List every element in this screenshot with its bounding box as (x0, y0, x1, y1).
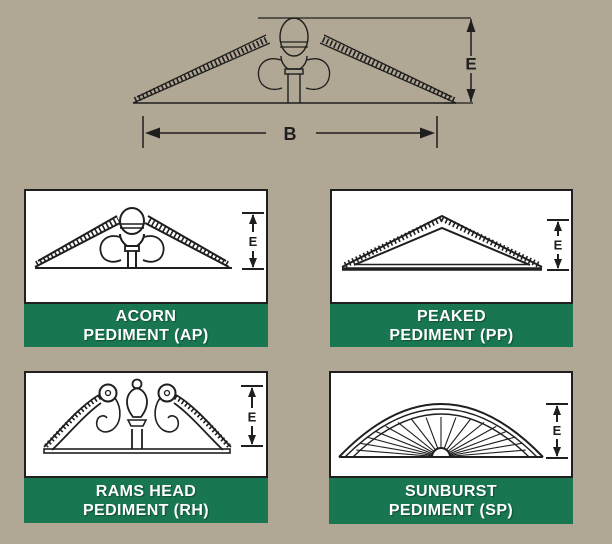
label-line2: PEDIMENT (SP) (388, 502, 514, 519)
left-scroll (43, 383, 121, 451)
right-scroll (154, 383, 232, 451)
rams-head-pediment-label: RAMS HEAD PEDIMENT (RH) (24, 478, 268, 523)
arrow-up-icon (249, 214, 257, 224)
height-dimension-E: E (242, 212, 264, 270)
height-dim-label: E (465, 55, 476, 74)
dim-label: E (553, 423, 562, 438)
arrow-down-icon (248, 435, 256, 445)
label-line1: ACORN (115, 307, 177, 325)
label-line2: PEDIMENT (AP) (83, 326, 209, 344)
sunburst-pediment-label: SUNBURST PEDIMENT (SP) (329, 478, 573, 524)
width-dim-label: B (284, 124, 297, 144)
acorn-pediment-label: ACORN PEDIMENT (AP) (24, 304, 268, 347)
height-dimension-E: E (241, 385, 263, 447)
base-bar (43, 448, 231, 454)
arrow-down-icon (249, 258, 257, 268)
arrow-down-icon (554, 259, 562, 269)
arrow-up-icon (553, 405, 561, 415)
dim-label: E (248, 410, 257, 425)
left-cornice (132, 34, 271, 104)
peaked-pediment-label: PEAKED PEDIMENT (PP) (330, 304, 573, 347)
arrow-right-icon (420, 127, 435, 139)
acorn-pediment-drawing: E B (132, 17, 477, 148)
left-cornice (34, 215, 121, 268)
height-dimension-E: E (258, 17, 477, 104)
right-cornice (144, 215, 230, 268)
label-line2: PEDIMENT (PP) (389, 326, 514, 344)
sunburst-arches (338, 403, 544, 458)
label-line1: SUNBURST (404, 483, 498, 500)
peaked-pediment-art: E (330, 189, 573, 304)
dim-label: E (554, 238, 563, 253)
label-line1: PEAKED (416, 307, 487, 325)
label-line2: PEDIMENT (RH) (82, 501, 210, 519)
label-line1: RAMS HEAD (95, 482, 197, 500)
urn-finial (126, 378, 148, 449)
arrow-up-icon (554, 221, 562, 231)
panel-peaked-pediment: E PEAKED PEDIMENT (PP) (330, 189, 573, 347)
arrow-up-icon (248, 387, 256, 397)
panel-rams-head-pediment: E RAMS HEAD PEDIMENT (RH) (24, 371, 268, 523)
arrow-up-icon (466, 19, 476, 32)
height-dimension-E: E (547, 219, 569, 271)
sunburst-pediment-art: E (329, 371, 573, 478)
height-dimension-E: E (546, 403, 568, 459)
main-dimension-diagram: E B (118, 6, 483, 161)
panel-acorn-pediment: E ACORN PEDIMENT (AP) (24, 189, 268, 347)
peaked-outline (341, 214, 543, 271)
acorn-finial (99, 207, 165, 268)
rams-head-pediment-art: E (24, 371, 268, 478)
right-cornice (319, 34, 457, 104)
width-dimension-B: B (142, 116, 438, 148)
acorn-pediment-art: E (24, 189, 268, 304)
panel-sunburst-pediment: E SUNBURST PEDIMENT (SP) (329, 371, 573, 524)
sunburst-hub (430, 447, 452, 458)
acorn-finial (257, 17, 331, 103)
arrow-left-icon (145, 127, 160, 139)
arrow-down-icon (553, 447, 561, 457)
dim-label: E (249, 234, 258, 249)
arrow-down-icon (466, 89, 476, 102)
